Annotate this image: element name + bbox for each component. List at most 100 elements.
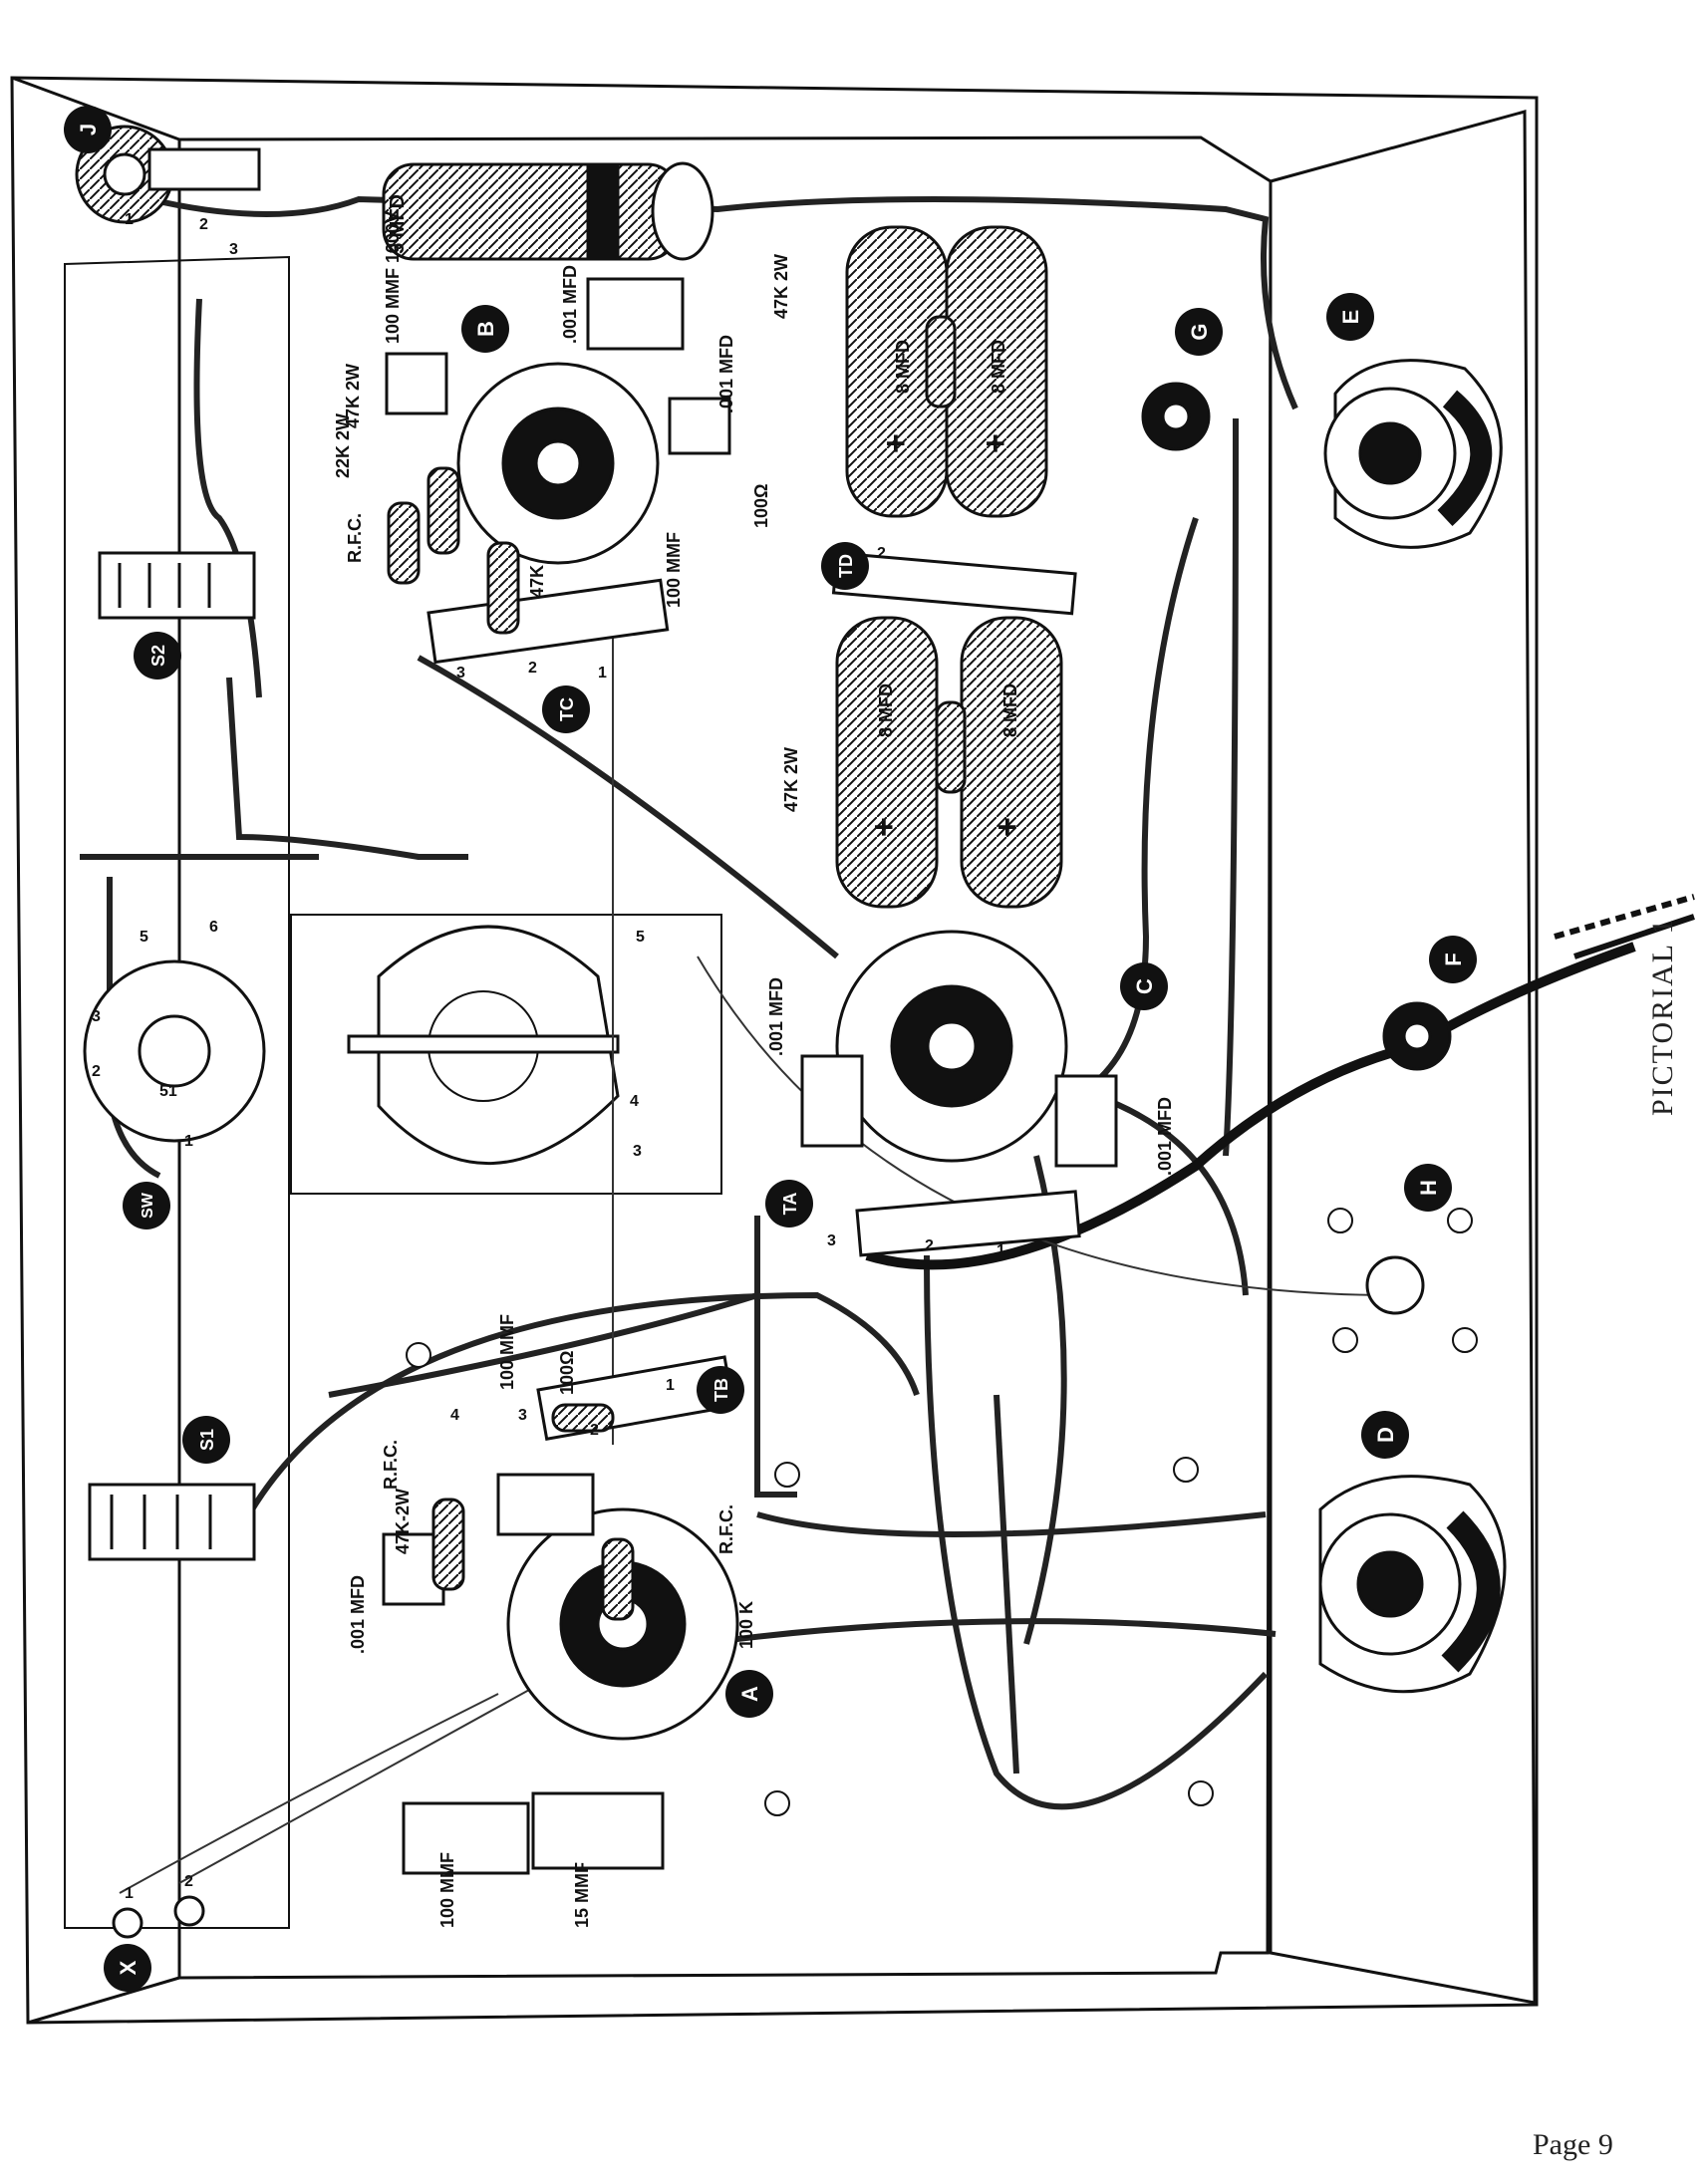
svg-text:F: F [1441, 953, 1466, 965]
label-cap-15mmf: 15 MMF [572, 1862, 592, 1928]
label-cap-8mfd-1: 8 MFD [893, 340, 913, 394]
pin-sw3: 3 [92, 1008, 101, 1025]
label-res-22k-2w: 22K 2W [333, 413, 353, 478]
label-rfc-a1: R.F.C. [381, 1440, 401, 1490]
label-cap-001mfd-b: .001 MFD [560, 265, 580, 344]
svg-text:SW: SW [140, 1192, 156, 1219]
resistors [387, 315, 967, 1621]
pin-sw1: 1 [184, 1133, 193, 1150]
svg-text:G: G [1187, 323, 1212, 340]
marker-h: H [1404, 1164, 1452, 1212]
pin-j2: 2 [199, 216, 208, 233]
tube-socket-a [506, 1507, 739, 1741]
marker-sw: SW [123, 1182, 170, 1229]
svg-text:S2: S2 [148, 645, 168, 667]
label-cap-001mfd-b2: .001 MFD [716, 335, 736, 413]
label-plus-2: + [977, 433, 1014, 453]
pin-t5: 5 [636, 929, 645, 946]
pin-j1: 1 [125, 211, 134, 228]
label-res-47k-2w-top: 47K 2W [771, 254, 791, 319]
label-res-100ohm-tb: 100Ω [557, 1351, 577, 1395]
capacitor-5mfd [382, 161, 714, 261]
label-cap-100mmf-a: 100 MMF [437, 1852, 457, 1928]
label-res-100k: 100 K [736, 1601, 756, 1649]
pin-tb4: 4 [450, 1407, 459, 1424]
marker-c: C [1120, 962, 1168, 1010]
pin-sw51: 51 [159, 1083, 177, 1100]
svg-text:D: D [1373, 1427, 1398, 1443]
pin-tc1: 1 [598, 665, 607, 682]
tube-socket-d [1318, 1475, 1507, 1694]
label-rfc-a2: R.F.C. [716, 1504, 736, 1554]
pin-j3: 3 [229, 241, 238, 258]
label-cap-8mfd-4: 8 MFD [1000, 683, 1020, 737]
svg-text:E: E [1338, 310, 1363, 325]
pin-x1: 1 [125, 1885, 134, 1902]
pin-tb1: 1 [666, 1377, 675, 1394]
pin-sw5: 5 [140, 929, 148, 946]
chassis [10, 76, 1539, 2025]
marker-tb: TB [697, 1366, 744, 1414]
pin-ta1: 1 [996, 1242, 1005, 1259]
marker-b: B [461, 305, 509, 353]
label-cap-100mmf-1000v: 100 MMF 1000V [383, 211, 403, 344]
marker-j: J [64, 106, 112, 153]
switch-s1 [88, 1483, 256, 1561]
label-res-47k-2w-b: 47K 2W [343, 364, 363, 428]
label-res-47k-b2: 47K [527, 565, 547, 598]
label-cap-001mfd-c1: .001 MFD [766, 977, 786, 1056]
pin-x2: 2 [184, 1873, 193, 1890]
label-cap-100mmf-tb: 100 MMF [497, 1314, 517, 1390]
label-res-100ohm-b: 100Ω [751, 484, 771, 528]
marker-td: TD [821, 542, 869, 590]
marker-g: G [1175, 308, 1223, 356]
label-plus-3: + [865, 817, 903, 837]
pin-td2: 2 [877, 545, 886, 562]
pin-numbers: 1 2 3 1 2 3 2 1 2 3 5 6 51 5 4 3 1 2 3 1… [92, 211, 1005, 1902]
label-cap-8mfd-3: 8 MFD [876, 683, 896, 737]
svg-text:B: B [473, 321, 498, 337]
label-rfc-b: R.F.C. [345, 513, 365, 563]
label-cap-100mmf-b: 100 MMF [664, 532, 684, 608]
marker-ta: TA [765, 1180, 813, 1228]
component-labels: 5 MFD 100 MMF 1000V .001 MFD .001 MFD 47… [333, 194, 1175, 1928]
marker-x: X [104, 1944, 151, 1992]
label-cap-8mfd-2: 8 MFD [989, 340, 1008, 394]
callout-markers: J B G E TD S2 TC C F H SW TA S1 TB D A X [64, 106, 1477, 1992]
svg-text:C: C [1132, 978, 1157, 994]
page-number: Page 9 [1533, 2128, 1613, 2161]
pin-ta3: 3 [827, 1232, 836, 1249]
pin-sw2: 2 [92, 1063, 101, 1080]
output-terminals-x [112, 1895, 205, 1939]
svg-text:TB: TB [711, 1378, 731, 1402]
label-res-47k-2w-a: 47K-2W [393, 1489, 413, 1554]
svg-text:A: A [737, 1686, 762, 1702]
label-plus-4: + [989, 817, 1026, 837]
pin-tc3: 3 [456, 665, 465, 682]
switch-s2 [98, 551, 256, 620]
pictorial-title: PICTORIAL 1 [1646, 917, 1679, 1116]
marker-tc: TC [542, 685, 590, 733]
svg-text:TD: TD [836, 554, 856, 578]
pin-ta2: 2 [925, 1237, 934, 1254]
pin-tb3: 3 [518, 1407, 527, 1424]
pin-sw6: 6 [209, 919, 218, 936]
marker-e: E [1326, 293, 1374, 341]
label-plus-1: + [877, 433, 915, 453]
pin-t4: 4 [630, 1093, 639, 1110]
svg-text:H: H [1416, 1180, 1441, 1196]
power-cord [865, 894, 1695, 1270]
grommets [1141, 382, 1452, 1315]
pin-tb2: 2 [590, 1422, 599, 1439]
power-transformer [347, 925, 620, 1165]
svg-text:TA: TA [780, 1193, 800, 1216]
svg-text:J: J [76, 124, 101, 136]
tube-socket-c [835, 930, 1068, 1163]
marker-s1: S1 [182, 1416, 230, 1464]
tube-socket-e [1323, 359, 1503, 549]
label-cap-001mfd-a: .001 MFD [348, 1575, 368, 1654]
label-cap-5mfd: 5 MFD [387, 194, 409, 254]
mounting-nuts [406, 1208, 1478, 1816]
marker-d: D [1361, 1411, 1409, 1459]
pin-t3: 3 [633, 1143, 642, 1160]
